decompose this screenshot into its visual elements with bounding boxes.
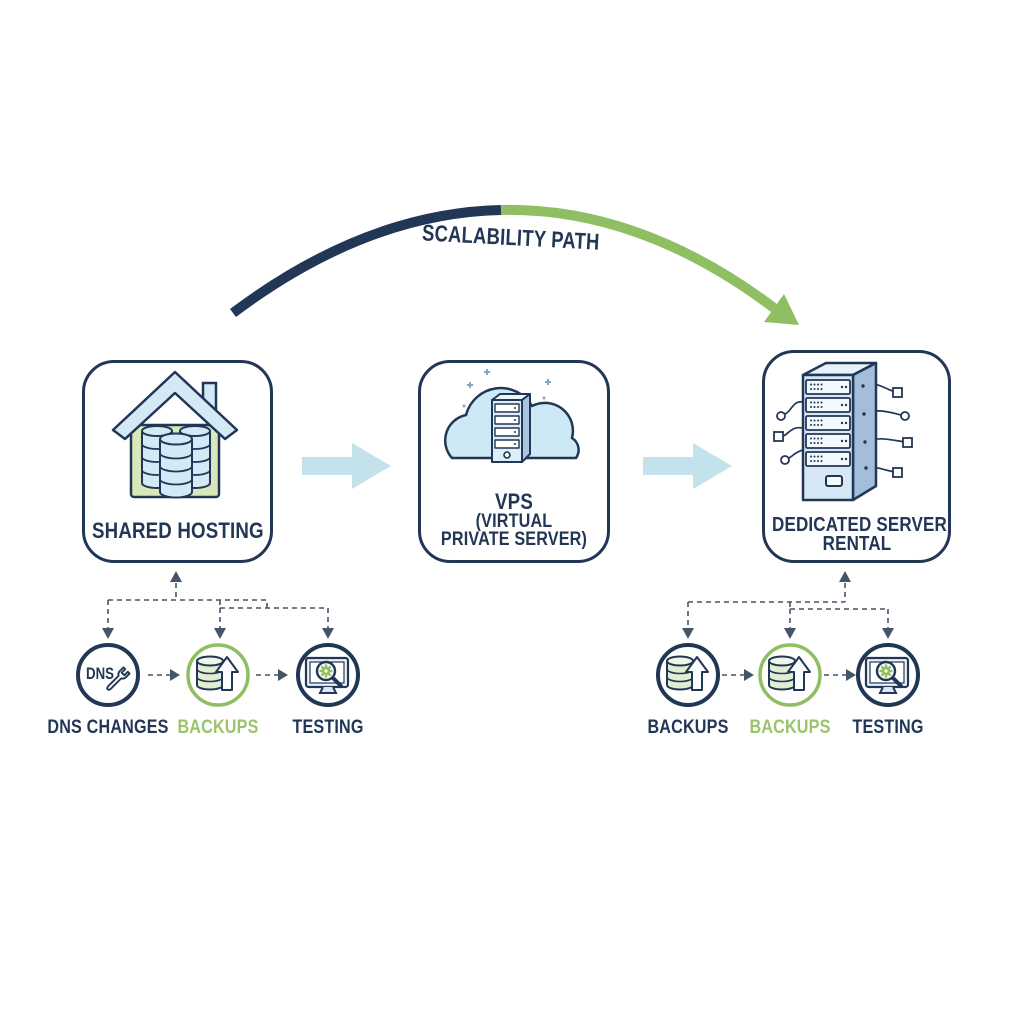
house-database-icon bbox=[111, 370, 239, 499]
cloud-server-tower bbox=[491, 393, 531, 463]
monitor-magnifier-icon bbox=[296, 643, 360, 707]
cloud-server-icon bbox=[444, 369, 580, 463]
right-dashed-connectors bbox=[687, 583, 889, 676]
stage-label-dedicated-1: DEDICATED SERVER bbox=[772, 514, 947, 536]
stage-label-vps-sub2: PRIVATE SERVER) bbox=[440, 529, 588, 550]
substep-label-backups-left: BACKUPS bbox=[177, 717, 259, 738]
stage-label-vps: VPS bbox=[495, 489, 533, 514]
dns-text: DNS bbox=[86, 664, 114, 683]
stage-label-dedicated-2: RENTAL bbox=[822, 533, 892, 555]
substep-label-backups-right-2: BACKUPS bbox=[749, 717, 831, 738]
substep-label-testing-left: TESTING bbox=[292, 717, 364, 738]
left-connector-arrowheads bbox=[102, 571, 334, 681]
right-block-arrow-icon bbox=[302, 443, 391, 489]
server-rack-cables-icon bbox=[773, 361, 913, 502]
monitor-magnifier-icon bbox=[856, 643, 920, 707]
right-block-arrow-icon bbox=[643, 443, 732, 489]
stage-label-vps-sub1: (VIRTUAL bbox=[475, 511, 553, 532]
left-dashed-connectors bbox=[107, 583, 329, 676]
arc-arrowhead-icon bbox=[764, 294, 799, 325]
database-upload-icon bbox=[758, 643, 822, 707]
stage-label-shared-hosting: SHARED HOSTING bbox=[92, 518, 264, 543]
substep-label-dns-changes: DNS CHANGES bbox=[47, 717, 169, 738]
sparkles bbox=[462, 369, 551, 408]
scalability-path-arc-icon bbox=[229, 204, 799, 325]
dns-wrench-icon: DNS bbox=[76, 643, 140, 707]
database-upload-icon bbox=[186, 643, 250, 707]
substep-label-backups-right-1: BACKUPS bbox=[647, 717, 729, 738]
database-upload-icon bbox=[656, 643, 720, 707]
substep-label-testing-right: TESTING bbox=[852, 717, 924, 738]
right-connector-arrowheads bbox=[682, 571, 894, 681]
